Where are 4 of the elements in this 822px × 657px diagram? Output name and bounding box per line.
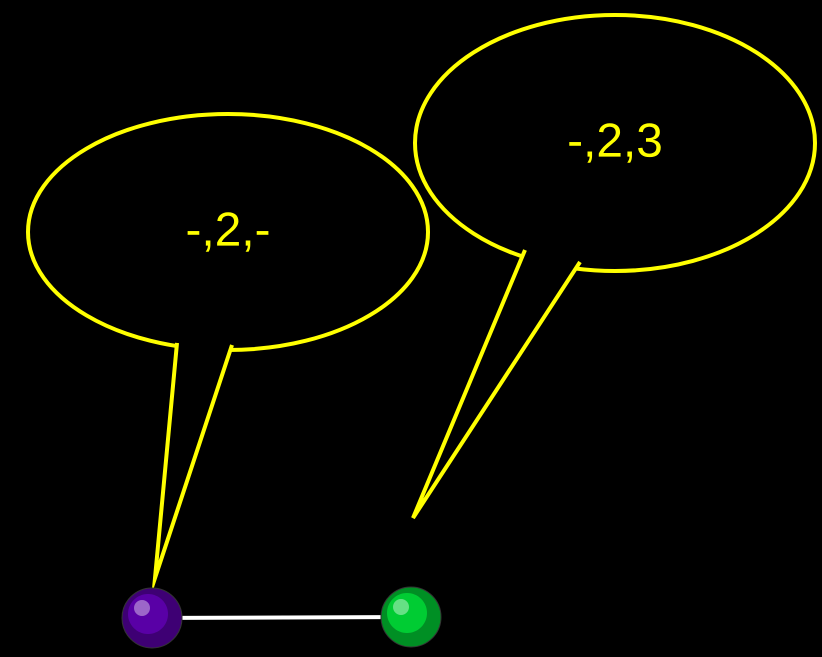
connector-line [182,615,381,620]
speech-bubble: -,2,3 [411,13,817,520]
ball [380,586,442,648]
ball [122,588,182,648]
